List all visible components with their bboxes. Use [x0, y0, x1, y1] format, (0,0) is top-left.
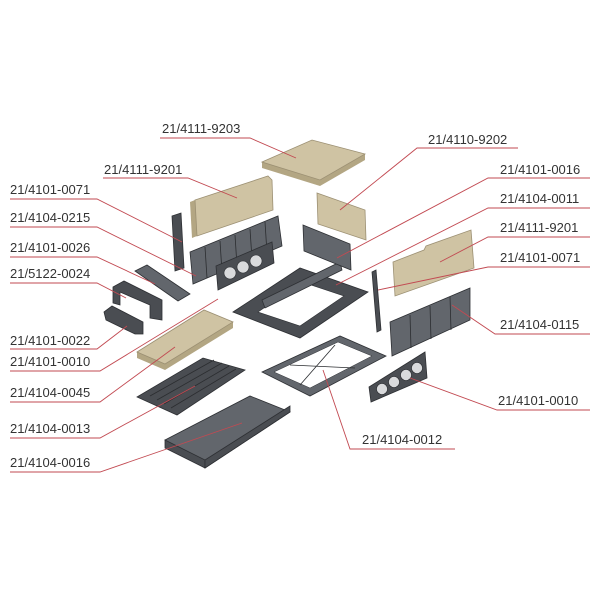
label-part: 21/4101-0026 — [10, 240, 90, 255]
label-part: 21/4101-0010 — [10, 354, 90, 369]
label-part: 21/4104-0215 — [10, 210, 90, 225]
part-plate-0010-left — [215, 241, 275, 291]
part-frame-0012 — [261, 335, 387, 397]
label-part: 21/4104-0016 — [10, 455, 90, 470]
part-ashpan-0016 — [164, 395, 291, 469]
label-part: 21/4111-9201 — [500, 220, 578, 235]
part-liner-0016 — [302, 224, 352, 271]
part-brick-9202 — [316, 192, 367, 241]
label-part: 21/4101-0010 — [498, 393, 578, 408]
leader-lines — [10, 137, 590, 473]
part-plate-0010-right — [368, 351, 428, 403]
part-labels: 21/4111-9203 21/4110-9202 21/4111-9201 2… — [10, 121, 580, 470]
label-part: 21/4101-0022 — [10, 333, 90, 348]
part-bracket-5122 — [112, 280, 163, 321]
label-part: 21/4104-0012 — [362, 432, 442, 447]
label-part: 21/4110-9202 — [428, 132, 507, 147]
part-bar-0026 — [134, 264, 191, 302]
label-part: 21/4101-0071 — [500, 250, 580, 265]
part-liner-0215 — [189, 215, 283, 285]
part-grate-0013 — [136, 357, 246, 416]
part-bar-0071-left — [171, 212, 185, 272]
label-part: 21/4104-0115 — [500, 317, 579, 332]
part-side-brick-9201-left — [190, 175, 274, 238]
label-part: 21/4104-0045 — [10, 385, 90, 400]
label-part: 21/4104-0011 — [500, 191, 579, 206]
label-part: 21/4111-9201 — [104, 162, 182, 177]
label-part: 21/4101-0071 — [10, 182, 90, 197]
part-bracket-0022 — [103, 305, 144, 335]
label-part: 21/5122-0024 — [10, 266, 90, 281]
part-side-brick-9201-right — [392, 229, 475, 297]
part-ceramic-0045 — [136, 309, 234, 370]
label-part: 21/4111-9203 — [162, 121, 240, 136]
part-frame-0011 — [232, 261, 369, 339]
label-part: 21/4104-0013 — [10, 421, 90, 436]
part-bar-0071-right — [371, 269, 382, 333]
label-part: 21/4101-0016 — [500, 162, 580, 177]
part-liner-0115 — [389, 287, 471, 357]
part-top-baffle-9203 — [260, 139, 367, 186]
